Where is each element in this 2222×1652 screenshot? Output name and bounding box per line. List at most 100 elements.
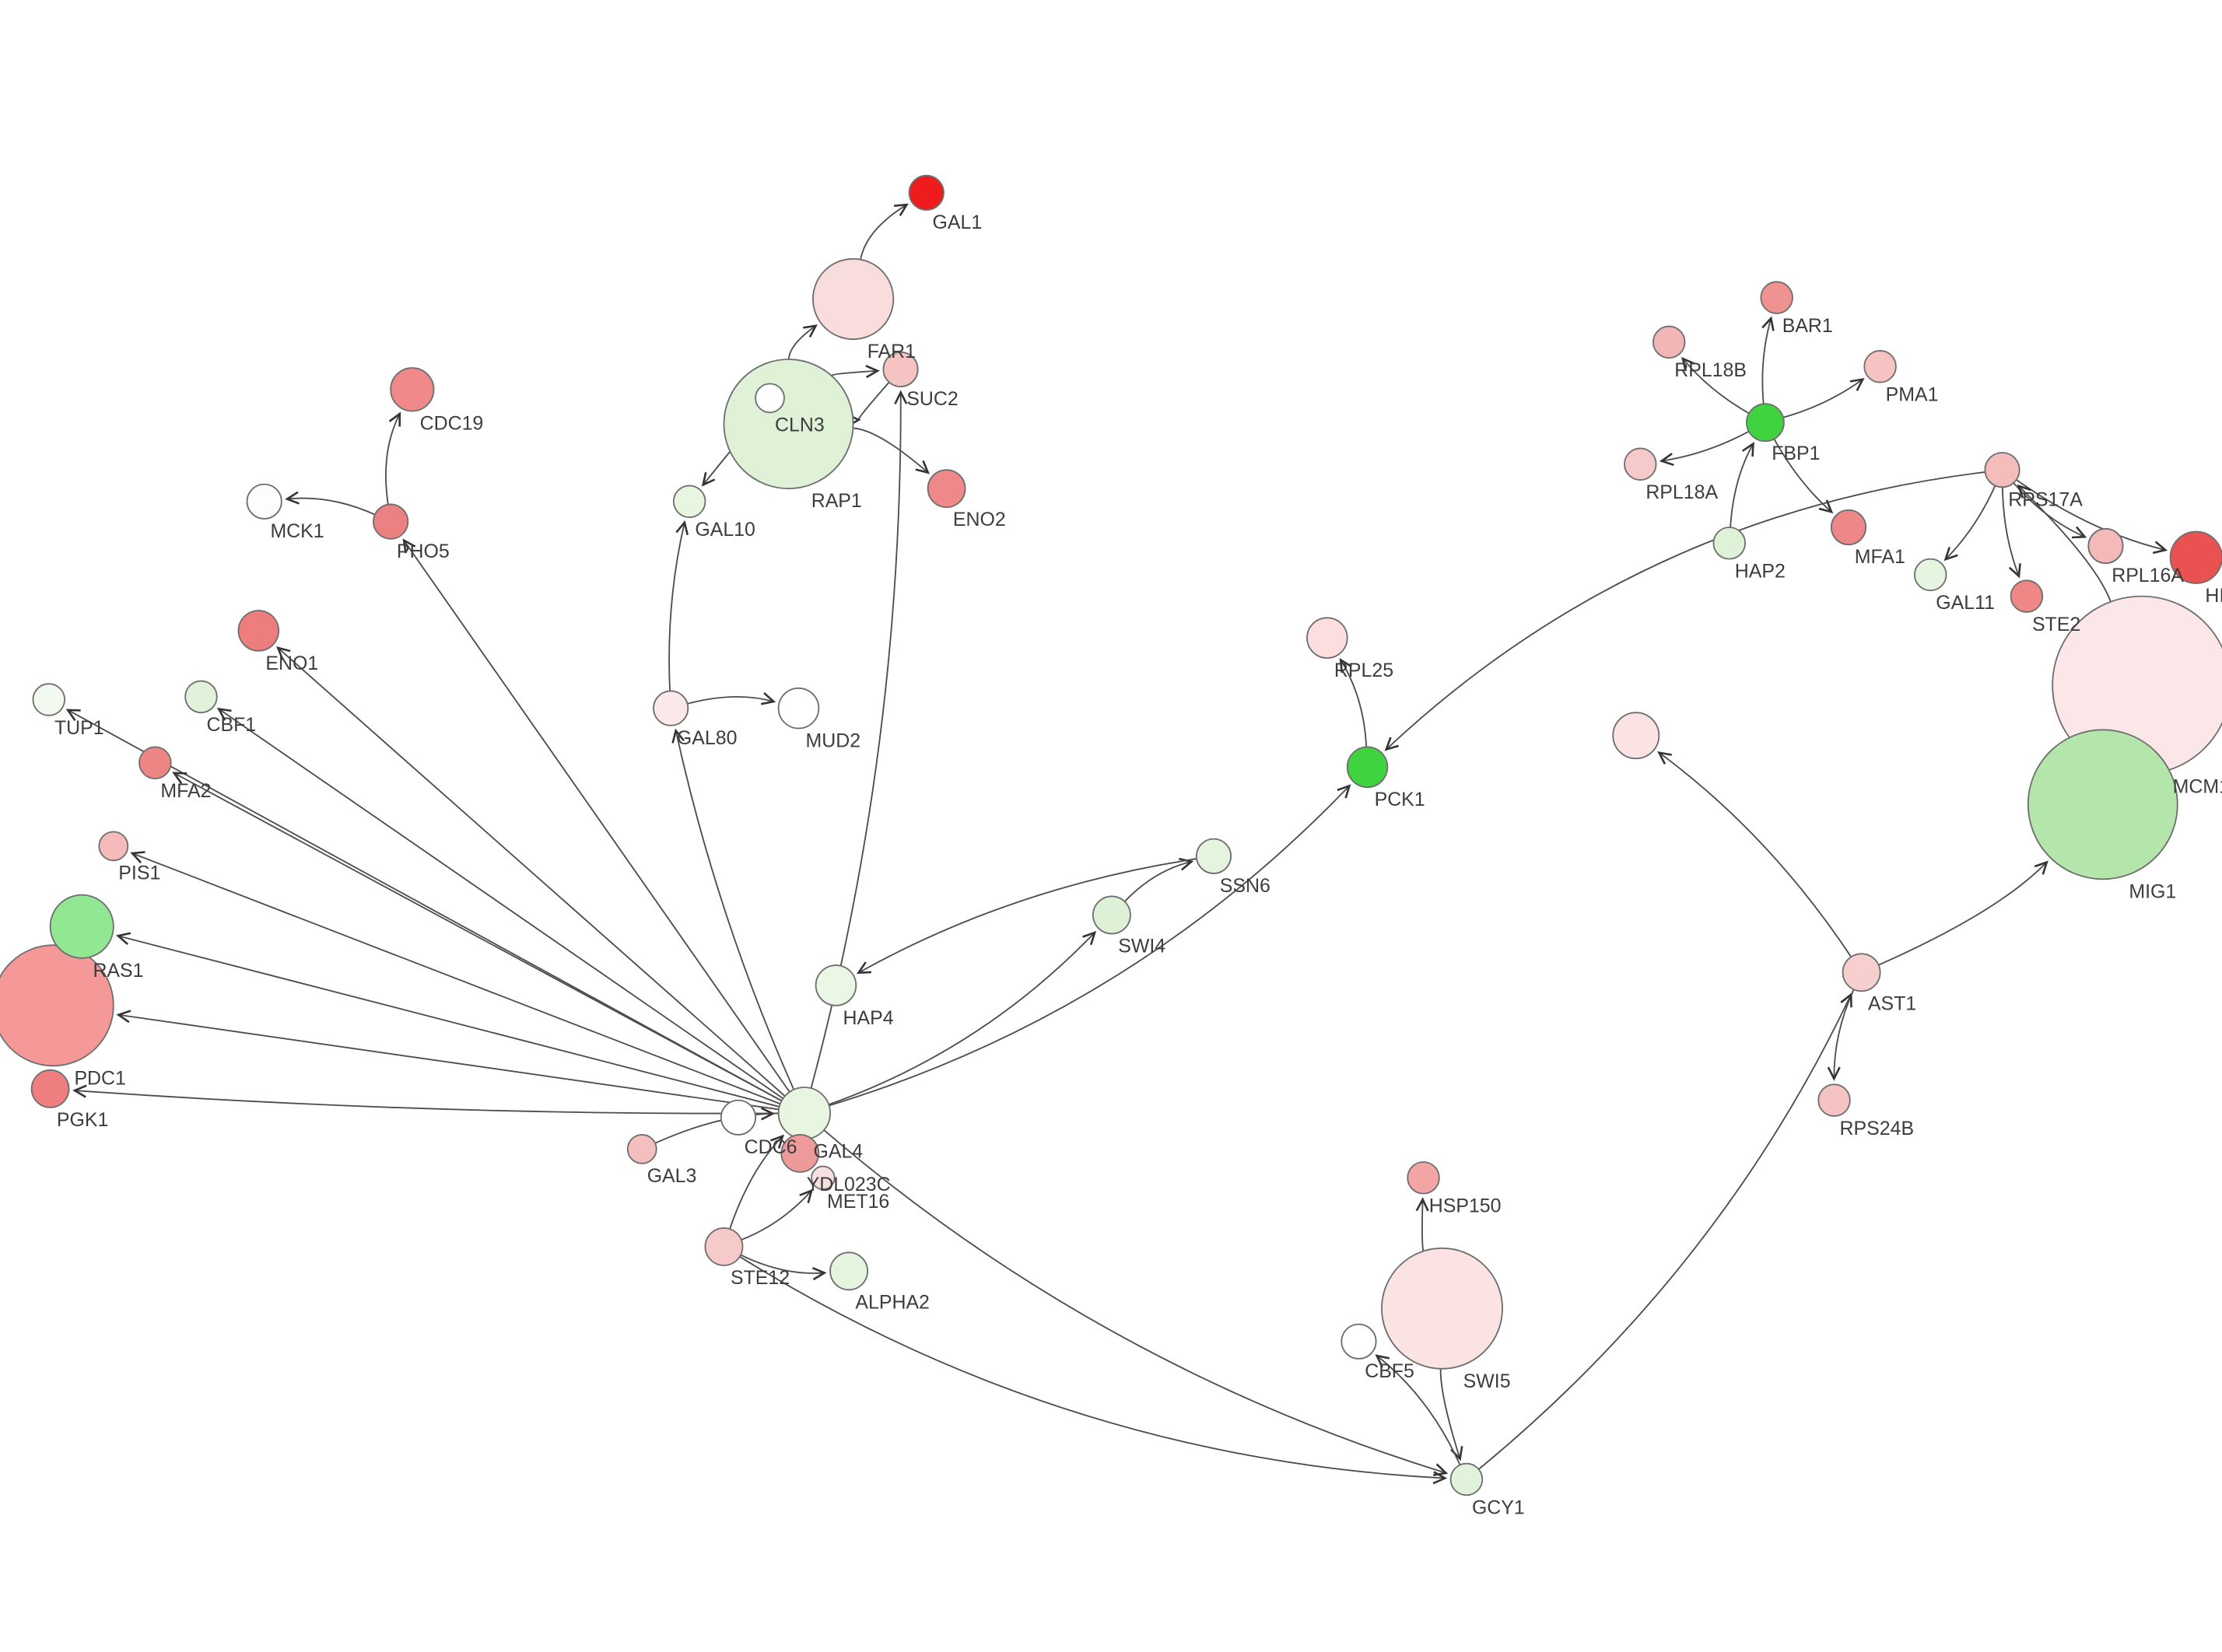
node-RAS1[interactable]: [49, 894, 114, 959]
edge-RPS17A-STE2[interactable]: [2001, 486, 2021, 579]
edge-GAL80-MUD2[interactable]: [686, 692, 776, 705]
node-MIG1[interactable]: [2027, 729, 2178, 880]
node-HAP2[interactable]: [1712, 527, 1746, 560]
edge-STE12-ALPHA2[interactable]: [740, 1254, 827, 1281]
edge-GAL4-PHO5[interactable]: [402, 538, 790, 1093]
node-ENO1[interactable]: [237, 610, 280, 652]
edge-FBP1-RPL18A[interactable]: [1659, 430, 1750, 467]
edge-STE12-GAL4[interactable]: [729, 1134, 784, 1230]
node-GAL3[interactable]: [626, 1134, 657, 1164]
node-CLN3[interactable]: [755, 383, 785, 414]
node-STE2[interactable]: [2010, 579, 2044, 613]
edge-STE12-GCY1[interactable]: [738, 1255, 1448, 1485]
node-CDC6[interactable]: [720, 1099, 757, 1136]
edge-FBP1-BAR1[interactable]: [1761, 316, 1775, 405]
edge-GAL4-PIS1[interactable]: [130, 851, 781, 1105]
edge-SWI4-SSN6[interactable]: [1123, 857, 1194, 903]
edge-RAP1-GAL10[interactable]: [701, 450, 731, 487]
edge-AST1-MIG1[interactable]: [1877, 860, 2049, 966]
node-CBF5[interactable]: [1341, 1323, 1377, 1360]
node-RPL18A[interactable]: [1624, 447, 1657, 481]
node-PGK1[interactable]: [30, 1069, 70, 1108]
edge-GAL3-GAL4[interactable]: [654, 1107, 776, 1144]
node-unlabeled[interactable]: [1612, 712, 1660, 760]
node-PCK1[interactable]: [1346, 746, 1389, 789]
node-CBF1[interactable]: [184, 680, 218, 714]
node-GCY1[interactable]: [1449, 1462, 1484, 1496]
node-SWI5[interactable]: [1381, 1247, 1504, 1370]
edge-RAP1-FAR1[interactable]: [787, 324, 818, 360]
node-MFA1[interactable]: [1830, 509, 1867, 546]
node-CDC19[interactable]: [390, 367, 435, 412]
node-RPL16A[interactable]: [2087, 527, 2124, 565]
node-YDL023C[interactable]: [780, 1134, 820, 1173]
edge-FAR1-GAL1[interactable]: [860, 203, 909, 261]
edge-SWI5-HSP150[interactable]: [1415, 1197, 1429, 1252]
edge-RPS17A-GAL11[interactable]: [1943, 485, 1996, 562]
edge-GAL4-MFA2[interactable]: [172, 772, 783, 1102]
edge-FBP1-RPL18B[interactable]: [1681, 356, 1750, 415]
node-GAL80[interactable]: [653, 690, 689, 726]
node-PIS1[interactable]: [98, 831, 129, 862]
node-AST1[interactable]: [1842, 953, 1881, 992]
edge-RPS17A-PCK1[interactable]: [1384, 471, 1986, 751]
edge-STE12-MET16[interactable]: [740, 1188, 814, 1241]
node-TUP1[interactable]: [32, 683, 65, 716]
edge-RAP1-ENO2[interactable]: [852, 427, 930, 474]
edge-AST1-NODE_U[interactable]: [1657, 751, 1852, 958]
node-HSP150[interactable]: [1407, 1161, 1440, 1195]
edge-FBP1-PMA1[interactable]: [1782, 377, 1865, 418]
edge-AST1-RPS24B[interactable]: [1827, 989, 1855, 1081]
node-ENO2[interactable]: [927, 469, 966, 509]
node-STE12[interactable]: [704, 1227, 744, 1266]
edge-RPS17A-HIS4[interactable]: [2015, 478, 2168, 555]
node-RAP1[interactable]: [723, 359, 854, 490]
node-HIS4[interactable]: [2169, 530, 2222, 584]
edge-PCK1-RPL25[interactable]: [1339, 657, 1368, 748]
node-SSN6[interactable]: [1195, 838, 1232, 874]
node-PMA1[interactable]: [1863, 350, 1897, 383]
edge-GAL4-ENO1[interactable]: [276, 646, 786, 1097]
edge-SSN6-HAP4[interactable]: [856, 858, 1197, 975]
node-MCK1[interactable]: [246, 483, 282, 520]
edge-RAP1-SUC2[interactable]: [830, 365, 880, 379]
node-HAP4[interactable]: [815, 964, 857, 1006]
edge-SWI5-GCY1[interactable]: [1439, 1367, 1463, 1461]
edge-FBP1-MFA1[interactable]: [1773, 438, 1834, 514]
node-PDC1[interactable]: [0, 944, 114, 1067]
edge-MCM1-RPS17A[interactable]: [2017, 484, 2112, 603]
node-RPL18B[interactable]: [1652, 325, 1686, 359]
node-SWI4[interactable]: [1092, 895, 1131, 935]
edge-GAL4-SWI4[interactable]: [828, 930, 1097, 1106]
edge-SUC2-RAP1[interactable]: [846, 381, 890, 427]
edge-GCY1-AST1[interactable]: [1477, 992, 1852, 1471]
node-RPL25[interactable]: [1306, 617, 1348, 659]
node-GAL4[interactable]: [777, 1087, 831, 1140]
edge-GAL4-PDC1[interactable]: [116, 1010, 780, 1111]
node-GAL10[interactable]: [672, 485, 706, 519]
edge-PHO5-CDC19[interactable]: [385, 411, 401, 506]
node-FAR1[interactable]: [812, 257, 895, 341]
edge-GCY1-CBF5[interactable]: [1375, 1354, 1461, 1466]
node-FBP1[interactable]: [1746, 403, 1785, 443]
node-MFA2[interactable]: [138, 746, 172, 780]
node-MUD2[interactable]: [777, 687, 820, 730]
node-MET16[interactable]: [811, 1165, 836, 1191]
edge-HAP2-FBP1[interactable]: [1730, 442, 1754, 528]
edge-GAL4-PCK1[interactable]: [828, 784, 1351, 1107]
edge-PHO5-MCK1[interactable]: [285, 491, 376, 516]
edge-GAL4-GCY1[interactable]: [823, 1129, 1449, 1476]
edge-GAL4-PGK1[interactable]: [72, 1084, 780, 1115]
node-RPS24B[interactable]: [1817, 1083, 1851, 1117]
node-GAL1[interactable]: [908, 174, 945, 211]
edge-GAL4-CBF1[interactable]: [216, 707, 784, 1100]
node-GAL11[interactable]: [1914, 558, 1947, 592]
edge-GAL4-RAS1[interactable]: [115, 932, 780, 1108]
edge-GAL4-TUP1[interactable]: [65, 709, 783, 1102]
node-RPS17A[interactable]: [1984, 452, 2020, 488]
edge-GAL80-GAL10[interactable]: [668, 520, 689, 692]
edge-GAL4-GAL80[interactable]: [671, 728, 795, 1090]
node-BAR1[interactable]: [1760, 281, 1793, 314]
node-ALPHA2[interactable]: [829, 1251, 868, 1291]
node-PHO5[interactable]: [373, 503, 409, 540]
